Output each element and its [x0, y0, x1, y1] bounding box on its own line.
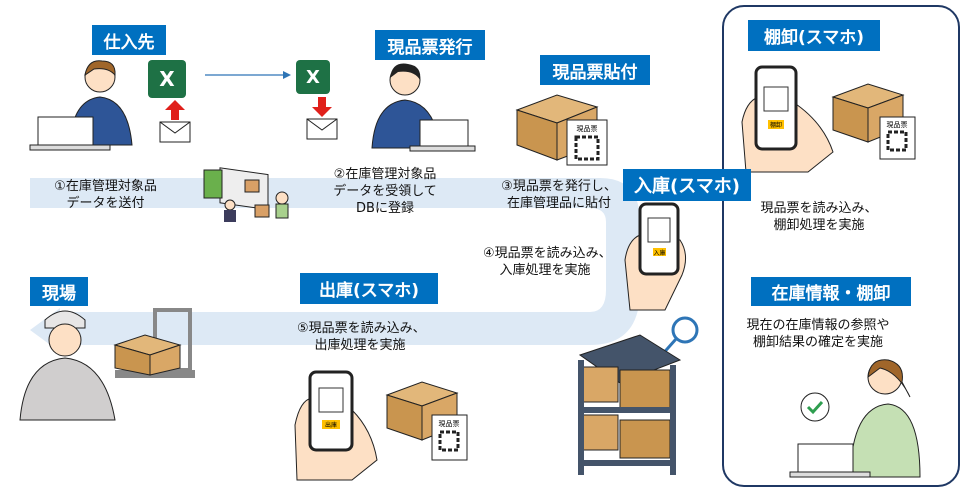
- box-with-tag-illustration: 現品票: [515, 94, 608, 166]
- count-text: 現品票を読み込み、棚卸処理を実施: [756, 200, 882, 234]
- phone-label: 出庫: [325, 421, 337, 429]
- label-stock-info: 在庫情報・棚卸: [751, 277, 911, 306]
- text-line: 棚卸結果の確定を実施: [752, 335, 883, 350]
- excel-icon: X: [296, 60, 330, 94]
- step-1-text: ①在庫管理対象品データを送付: [48, 178, 163, 212]
- text-line: 現在の在庫情報の参照や: [746, 318, 890, 333]
- office-worker-illustration: [789, 359, 921, 478]
- label-shipping: 出庫(スマホ): [300, 273, 438, 304]
- text-line: ④現品票を読み込み、: [483, 246, 612, 261]
- step-5-text: ⑤現品票を読み込み、出庫処理を実施: [297, 320, 426, 354]
- text-line: DBに登録: [356, 201, 414, 216]
- tag-title: 現品票: [439, 420, 460, 428]
- label-supplier: 仕入先: [92, 25, 166, 55]
- supplier-person-illustration: [29, 60, 133, 151]
- step-2-text: ②在庫管理対象品データを受領して DBに登録: [325, 166, 445, 217]
- excel-icon: X: [148, 60, 186, 98]
- label-receiving: 入庫(スマホ): [623, 169, 751, 201]
- magnifier-icon: [671, 316, 699, 344]
- check-icon: [800, 392, 830, 422]
- text-line: ②在庫管理対象品: [333, 167, 437, 182]
- text-line: ①在庫管理対象品: [54, 179, 157, 194]
- label-site: 現場: [30, 277, 88, 306]
- step-3-text: ③現品票を発行し、在庫管理品に貼付: [498, 178, 620, 212]
- label-inventory-count: 棚卸(スマホ): [748, 20, 880, 51]
- text-line: 現品票を読み込み、: [760, 201, 878, 216]
- storage-rack-illustration: [578, 316, 699, 475]
- send-mail-icon: [159, 100, 191, 143]
- staff-person-illustration: [371, 63, 476, 152]
- receive-mail-icon: [306, 97, 338, 140]
- step-4-text: ④現品票を読み込み、入庫処理を実施: [483, 245, 612, 279]
- tag-title: 現品票: [577, 125, 598, 133]
- text-line: ③現品票を発行し、: [501, 179, 617, 194]
- delivery-truck-illustration: [203, 167, 289, 222]
- text-line: 棚卸処理を実施: [773, 218, 865, 233]
- text-line: 入庫処理を実施: [499, 263, 591, 278]
- label-issue-tag: 現品票発行: [375, 30, 485, 60]
- phone-label: 入庫: [653, 249, 665, 257]
- text-line: 出庫処理を実施: [314, 338, 406, 353]
- shipping-phone-illustration: 出庫 現品票: [294, 370, 468, 481]
- phone-label: 棚卸: [770, 121, 782, 129]
- text-line: ⑤現品票を読み込み、: [297, 321, 426, 336]
- info-text: 現在の在庫情報の参照や棚卸結果の確定を実施: [722, 317, 914, 351]
- receiving-phone-illustration: 入庫: [624, 202, 686, 311]
- text-line: データを送付: [66, 196, 145, 211]
- tag-title: 現品票: [887, 121, 908, 129]
- text-line: 在庫管理品に貼付: [506, 196, 611, 211]
- inventory-panel: [722, 5, 960, 487]
- site-worker-illustration: [19, 308, 195, 421]
- label-attach-tag: 現品票貼付: [540, 55, 650, 85]
- inventory-count-phone-illustration: 棚卸 現品票: [741, 65, 916, 173]
- text-line: データを受領して: [333, 184, 437, 199]
